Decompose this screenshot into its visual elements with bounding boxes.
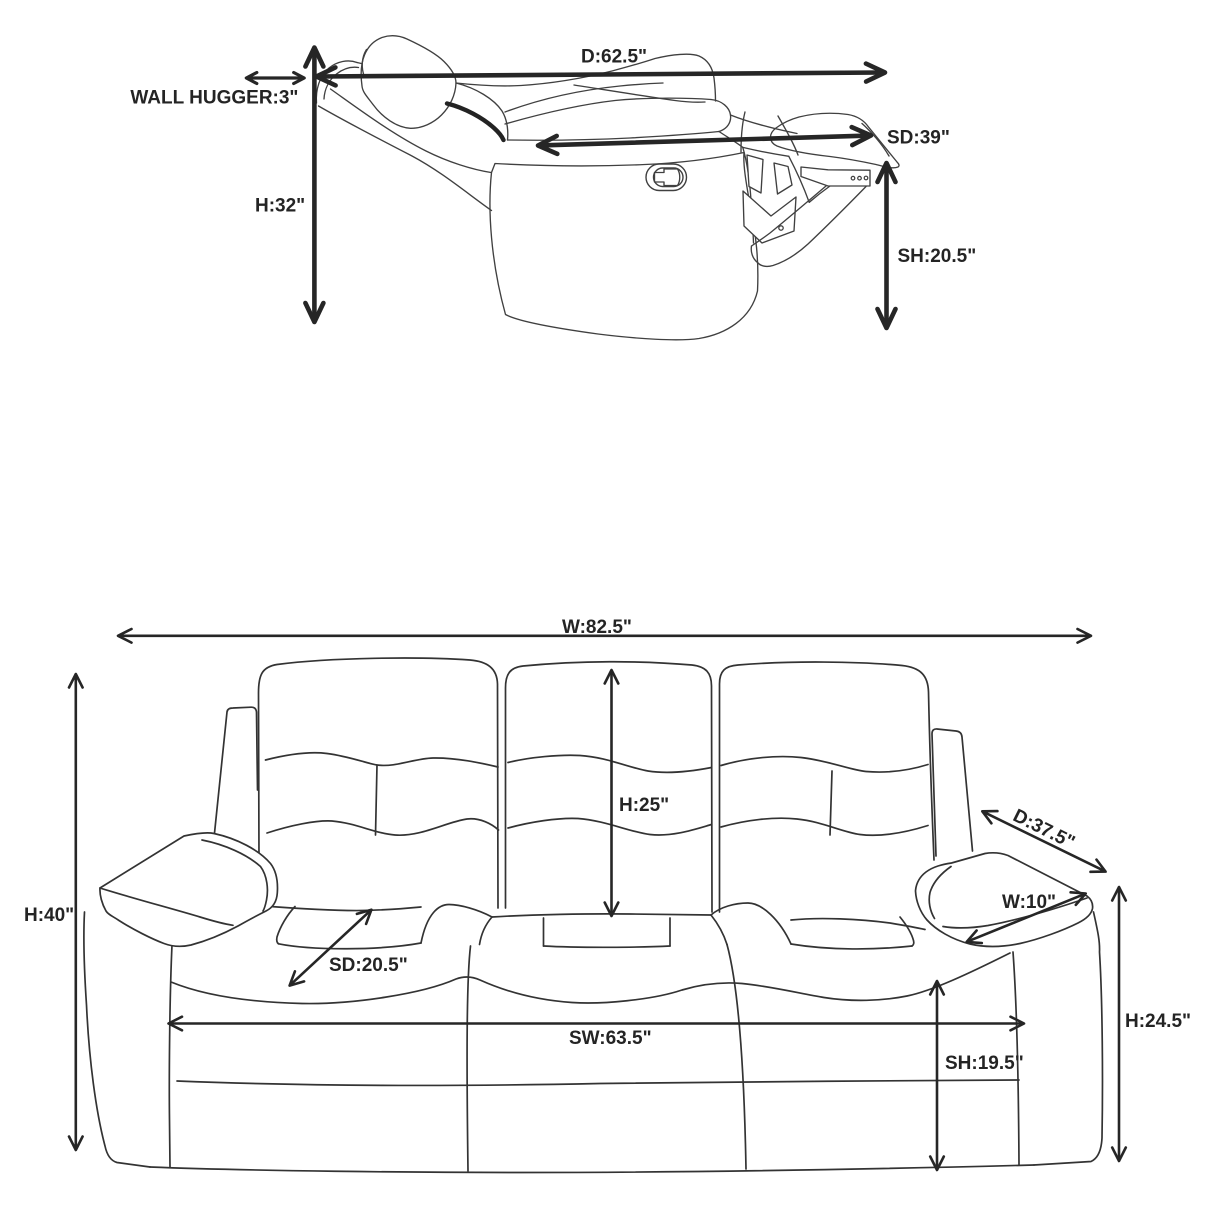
svg-text:SD:39": SD:39" (887, 128, 950, 149)
svg-text:D:62.5": D:62.5" (581, 47, 647, 68)
svg-text:WALL HUGGER:3": WALL HUGGER:3" (130, 87, 298, 108)
svg-text:W:82.5": W:82.5" (562, 617, 632, 638)
svg-text:SD:20.5": SD:20.5" (329, 955, 408, 976)
svg-text:SH:20.5": SH:20.5" (898, 246, 977, 267)
svg-text:H:32": H:32" (255, 196, 305, 217)
svg-text:H:40": H:40" (24, 905, 74, 926)
svg-text:H:24.5": H:24.5" (1125, 1011, 1191, 1032)
svg-text:SH:19.5": SH:19.5" (945, 1053, 1024, 1074)
svg-text:SW:63.5": SW:63.5" (569, 1028, 652, 1049)
svg-text:H:25": H:25" (619, 795, 669, 816)
svg-text:W:10": W:10" (1002, 892, 1056, 913)
